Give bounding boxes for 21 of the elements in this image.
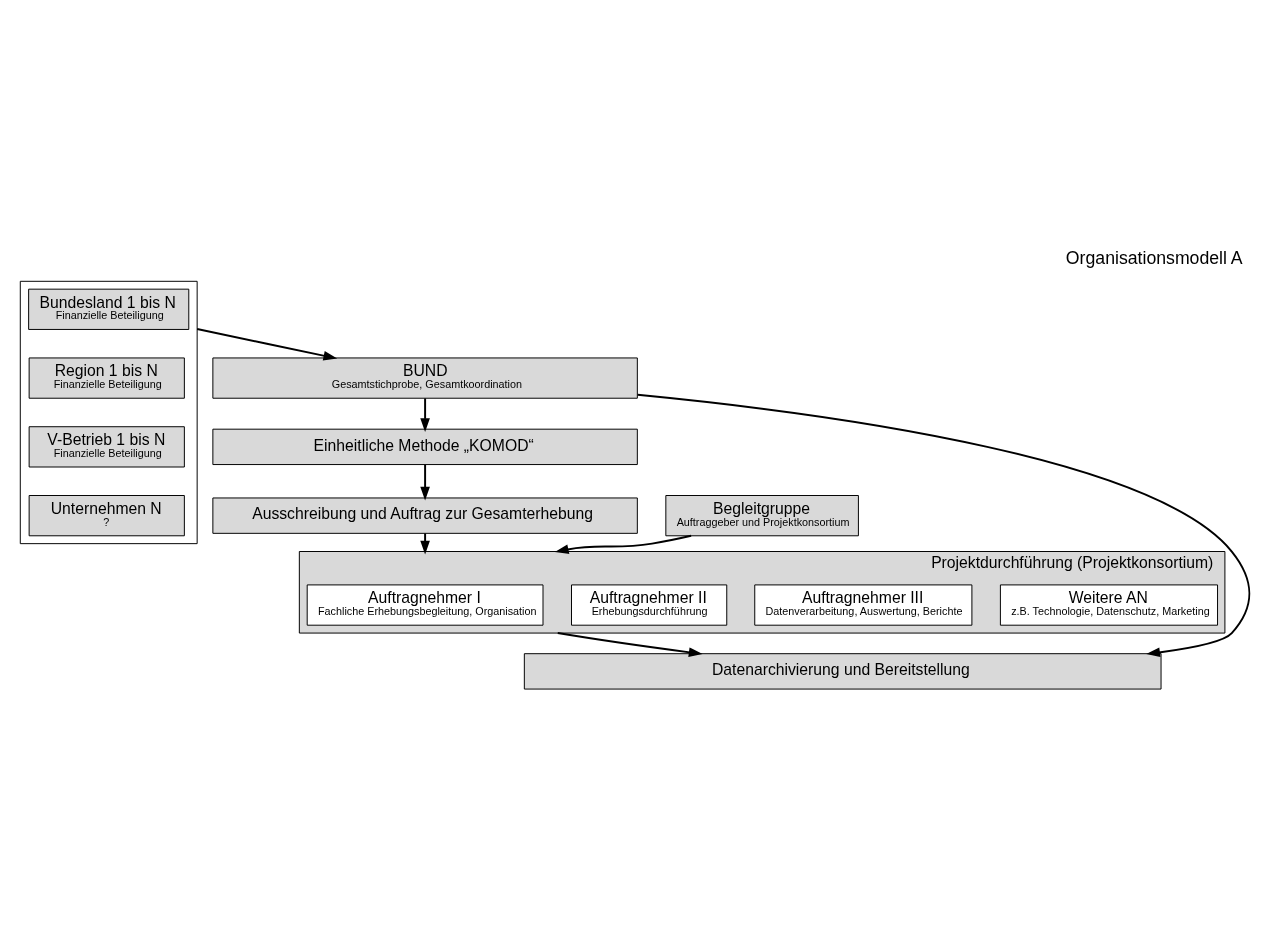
arrow xyxy=(420,532,430,554)
arrow xyxy=(420,396,430,432)
node-box: Weitere AN z.B. Technologie, Datenschutz, Marketing xyxy=(999,583,1219,626)
arrow xyxy=(196,327,338,360)
arrow xyxy=(636,393,1251,657)
node-box: Datenarchivierung und Bereitstellung xyxy=(523,652,1162,690)
node-box: Unternehmen N ? xyxy=(28,494,185,536)
node-box: Auftragnehmer II Erhebungsdurchführung xyxy=(571,583,728,626)
arrow xyxy=(420,463,430,501)
node-box: Bundesland 1 bis N Finanzielle Beteiligung xyxy=(28,288,190,330)
node-box: BUND Gesamtstichprobe, Gesamtkoordination xyxy=(212,356,638,399)
node-box: Ausschreibung und Auftrag zur Gesamterhebung xyxy=(212,496,638,534)
node-box: Region 1 bis N Finanzielle Beteiligung xyxy=(28,356,185,399)
node-box: Auftragnehmer I Fachliche Erhebungsbegleitung, Organisation xyxy=(306,583,544,626)
node-box: Auftragnehmer III Datenverarbeitung, Auswertung, Berichte xyxy=(754,583,973,626)
node-box: Begleitgruppe Auftraggeber und Projektkonsortium xyxy=(665,494,859,536)
cluster xyxy=(19,280,198,544)
arrow xyxy=(556,631,703,657)
node-box: Einheitliche Methode „KOMOD“ xyxy=(212,428,638,465)
diagram-title: Organisationsmodell A xyxy=(1065,247,1243,268)
node-box: V-Betrieb 1 bis N Finanzielle Beteiligung xyxy=(28,425,185,467)
